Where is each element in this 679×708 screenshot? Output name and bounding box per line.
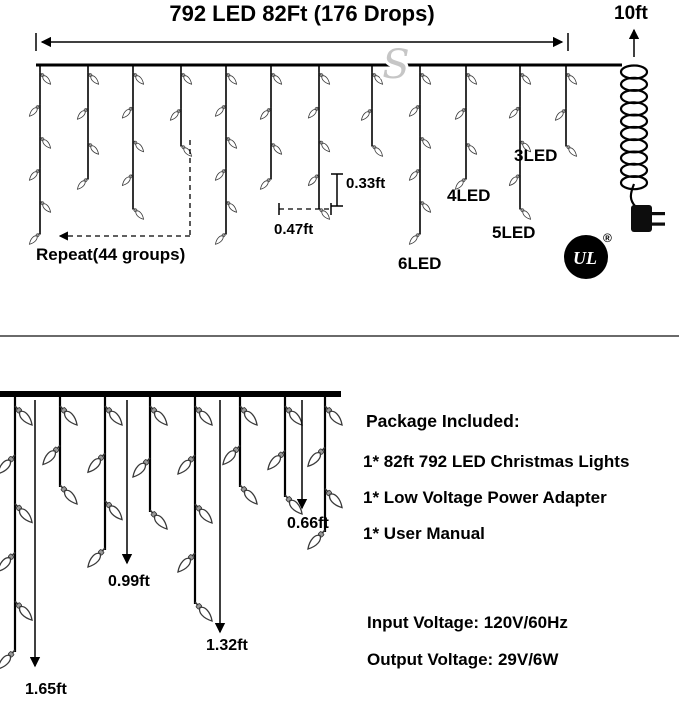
bulb-icon [213,230,229,247]
width-dimension [35,33,569,51]
coil-loop [619,113,649,129]
label-4led: 4LED [447,186,490,205]
bulb-icon [316,205,332,222]
measure-label: 0.99ft [108,573,150,590]
bottom-wire [0,391,341,397]
bulb-icon [0,646,19,673]
measure-label: 1.32ft [206,637,248,654]
bulb-icon [178,142,194,159]
repeat-label: Repeat(44 groups) [36,245,185,264]
lead-dimension: 10ft [614,3,648,57]
output-voltage-text: Output Voltage: 29V/6W [367,650,559,669]
bulb-icon [75,175,91,192]
package-item: 1* User Manual [363,524,485,543]
repeat-group-annotation: Repeat(44 groups) [36,140,191,264]
input-voltage-text: Input Voltage: 120V/60Hz [367,613,568,632]
drop-spacing-label: 0.47ft [274,221,313,238]
label-3led: 3LED [514,146,557,165]
coil-loop [619,101,649,117]
coil-loop [619,88,649,105]
coil-loop [619,76,649,92]
coil-loop [619,64,649,80]
bulb-icon [84,544,109,571]
bulb-icon [517,205,533,222]
wire-break-symbol: S [382,42,409,88]
coil-wire-icon [619,64,649,191]
measure-label: 1.65ft [25,681,67,698]
power-plug-icon [631,205,665,232]
bulb-icon [191,598,216,625]
coil-loop [619,175,649,191]
bulb-icon [258,175,274,192]
package-item: 1* 82ft 792 LED Christmas Lights [363,452,629,471]
plug-prong-top [651,212,665,216]
bulb-icon [146,506,171,533]
measurement-1-65ft: 1.65ft [25,400,67,698]
coil-loop [619,150,649,166]
measurement-0-66ft: 0.66ft [287,400,329,532]
plug-body [631,205,652,232]
ul-certification-logo: UL ® [564,231,612,279]
measure-label: 0.66ft [287,515,329,532]
ul-logo-circle [564,235,608,279]
drop-spacing-dimension: 0.47ft [274,203,332,238]
lead-length-label: 10ft [614,3,648,24]
package-heading: Package Included: [366,411,520,431]
measurement-1-32ft: 1.32ft [206,400,248,654]
bulb-spacing-dimension: 0.33ft [331,173,385,207]
top-drops-group [27,65,579,247]
bottom-drops-group [0,394,346,673]
plug-cord [629,183,637,208]
package-info: Package Included: 1* 82ft 792 LED Christ… [363,411,629,669]
measurement-0-99ft: 0.99ft [108,400,150,590]
coil-loop [619,162,649,178]
bulb-icon [56,481,81,508]
coil-loop [619,138,649,154]
bulb-icon [563,142,579,159]
bulb-icon [369,142,385,159]
label-5led: 5LED [492,223,535,242]
bulb-icon [236,481,261,508]
coil-loop [619,125,649,142]
bulb-icon [27,230,43,247]
package-item: 1* Low Voltage Power Adapter [363,488,607,507]
registered-mark: ® [603,231,612,245]
bulb-icon [130,205,146,222]
bulb-icon [407,230,423,247]
label-6led: 6LED [398,254,441,273]
plug-prong-bottom [651,222,665,226]
ul-logo-text: UL [573,248,597,268]
bulb-spacing-label: 0.33ft [346,175,385,192]
diagram-title: 792 LED 82Ft (176 Drops) [169,1,434,26]
